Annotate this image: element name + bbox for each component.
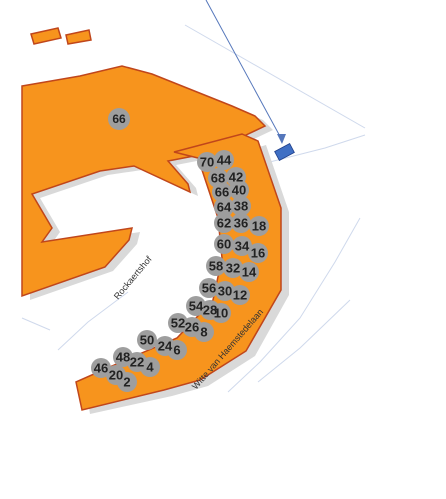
house-number-54: 54: [189, 299, 204, 314]
main-building: [21, 65, 267, 298]
house-number-badge: [108, 108, 130, 130]
house-number-58: 58: [209, 259, 223, 274]
house-number-34: 34: [235, 239, 250, 254]
house-number-badge: [214, 234, 234, 254]
house-number-badge: [214, 213, 234, 233]
house-number-badge: [167, 340, 187, 360]
house-number-badge: [223, 258, 243, 278]
house-number-70: 70: [200, 155, 214, 170]
house-number-badge: [239, 262, 259, 282]
house-number-62: 62: [217, 216, 231, 231]
house-number-2: 2: [123, 375, 130, 390]
house-number-badge: [140, 357, 160, 377]
house-number-16: 16: [251, 246, 265, 261]
house-number-48: 48: [116, 350, 130, 365]
house-number-badge: [249, 216, 269, 236]
house-number-60: 60: [217, 237, 231, 252]
house-number-20: 20: [109, 368, 123, 383]
house-number-42: 42: [229, 170, 243, 185]
house-number-badge: [231, 213, 251, 233]
house-number-8: 8: [200, 325, 207, 340]
house-number-12: 12: [233, 288, 247, 303]
house-number-32: 32: [226, 261, 240, 276]
house-number-68: 68: [211, 171, 225, 186]
house-number-14: 14: [242, 265, 257, 280]
house-number-40: 40: [232, 183, 246, 198]
house-number-badge: [215, 281, 235, 301]
house-number-28: 28: [203, 303, 217, 318]
house-number-66: 66: [215, 185, 229, 200]
house-number-badges: [91, 108, 269, 392]
house-number-badge: [91, 358, 111, 378]
pointer-line: [205, 0, 283, 141]
house-number-22: 22: [130, 355, 144, 370]
location-pointer: [205, 0, 295, 161]
house-number-56: 56: [202, 281, 216, 296]
pointer-arrowhead-icon: [277, 134, 286, 144]
house-number-66: 66: [112, 112, 126, 126]
house-number-26: 26: [185, 320, 199, 335]
house-number-badge: [214, 150, 234, 170]
house-number-46: 46: [94, 361, 108, 376]
house-number-badge: [199, 278, 219, 298]
road-line: [57, 291, 129, 351]
house-number-badge: [232, 236, 252, 256]
house-number-badge: [229, 180, 249, 200]
house-number-badge: [137, 330, 157, 350]
house-number-24: 24: [158, 339, 173, 354]
house-number-44: 44: [217, 153, 232, 168]
house-number-18: 18: [252, 219, 266, 234]
road-line: [227, 217, 361, 393]
house-number-38: 38: [234, 199, 248, 214]
house-number-30: 30: [218, 284, 232, 299]
house-number-badge: [197, 152, 217, 172]
house-number-badge: [206, 256, 226, 276]
house-number-badge: [230, 285, 250, 305]
house-number-badge: [248, 243, 268, 263]
house-number-52: 52: [171, 316, 185, 331]
house-number-64: 64: [217, 200, 232, 215]
roof-piece-2: [65, 29, 92, 45]
house-number-badge: [212, 182, 232, 202]
house-number-4: 4: [146, 360, 154, 375]
house-number-6: 6: [173, 343, 180, 358]
house-number-50: 50: [140, 333, 154, 348]
house-number-badge: [211, 303, 231, 323]
road-line: [257, 299, 351, 383]
house-number-36: 36: [234, 216, 248, 231]
house-number-badge: [117, 372, 137, 392]
road-line: [257, 134, 366, 166]
house-number-badge: [194, 322, 214, 342]
house-number-badge: [231, 196, 251, 216]
road-line: [184, 24, 366, 129]
house-number-badge: [214, 197, 234, 217]
house-number-10: 10: [214, 306, 228, 321]
road-line: [21, 317, 51, 331]
roof-piece-1: [30, 27, 62, 45]
blue-square-marker-icon[interactable]: [274, 143, 295, 161]
